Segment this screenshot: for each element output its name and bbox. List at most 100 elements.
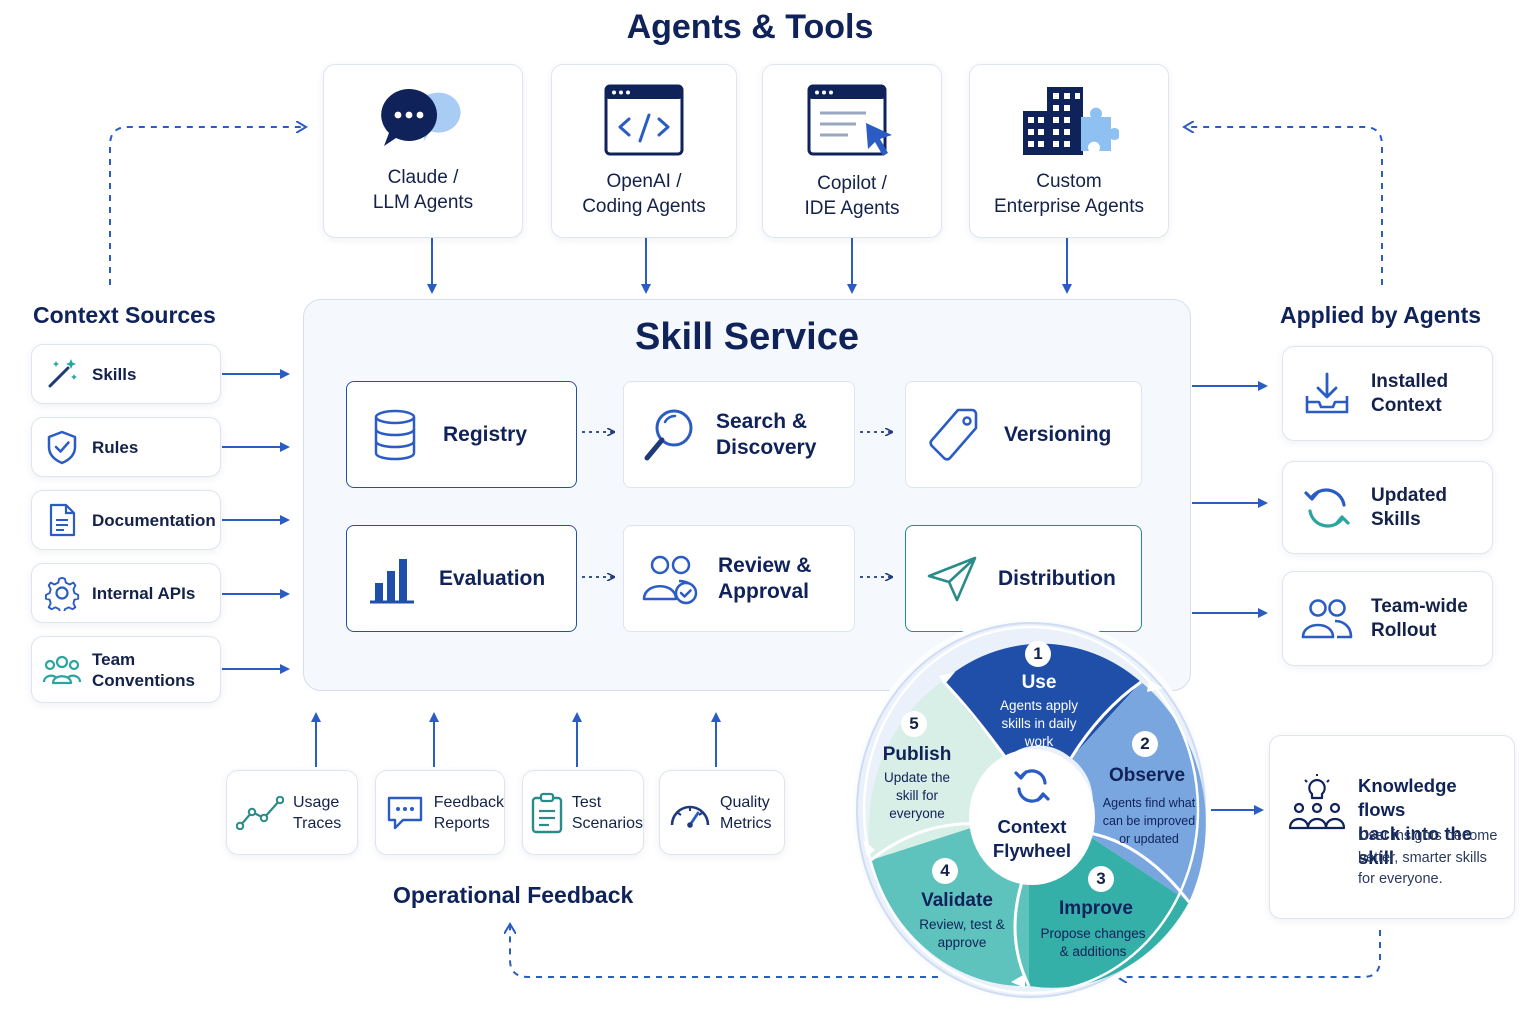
source-label: Documentation <box>92 510 216 530</box>
agent-card-claude[interactable]: Claude /LLM Agents <box>323 64 523 238</box>
step-desc-line2: skill for <box>895 788 938 803</box>
module-search-discovery[interactable]: Search &Discovery <box>623 381 855 488</box>
module-evaluation[interactable]: Evaluation <box>346 525 577 632</box>
knowledge-desc-line2: better, smarter skills <box>1358 849 1487 866</box>
line-graph-icon <box>236 795 284 830</box>
building-puzzle-icon <box>1023 87 1119 155</box>
step-desc-line3: work <box>1024 734 1054 749</box>
agent-label-line1: OpenAI / <box>606 171 682 192</box>
module-registry[interactable]: Registry <box>346 381 577 488</box>
source-documentation[interactable]: Documentation <box>31 490 221 550</box>
paper-plane-icon <box>927 556 977 601</box>
step-number: 2 <box>1132 731 1158 757</box>
module-label-line2: Approval <box>718 579 810 603</box>
feedback-label-line1: Quality <box>720 793 770 811</box>
source-label-line1: Team <box>92 649 136 669</box>
flywheel-center-line2: Flywheel <box>992 840 1072 861</box>
agent-card-openai[interactable]: OpenAI / Coding Agents <box>551 64 737 238</box>
agent-label-line1: Claude / <box>387 167 459 188</box>
applied-label-line2: Rollout <box>1371 619 1437 641</box>
agent-card-copilot[interactable]: Copilot /IDE Agents <box>762 64 942 238</box>
magic-wand-icon <box>48 359 77 388</box>
feedback-label-line1: Usage <box>293 793 340 811</box>
clipboard-icon <box>532 792 563 833</box>
knowledge-title-line1: Knowledge flows <box>1358 775 1457 820</box>
module-review-approval[interactable]: Review &Approval <box>623 525 855 632</box>
module-label: Registry <box>443 422 528 446</box>
module-versioning[interactable]: Versioning <box>905 381 1142 488</box>
refresh-icon <box>1304 487 1350 528</box>
context-sources-title: Context Sources <box>33 302 216 328</box>
step-desc-line1: Agents find what <box>1102 796 1196 810</box>
flow-arrow <box>582 420 624 444</box>
feedback-label-line2: Reports <box>433 814 490 832</box>
agent-label-line1: Copilot / <box>817 173 887 194</box>
chat-bubbles-icon <box>381 88 461 146</box>
dashed-loop-bottom-left <box>510 925 950 978</box>
step-number: 1 <box>1025 641 1051 667</box>
source-rules[interactable]: Rules <box>31 417 221 477</box>
source-label: Internal APIs <box>92 583 196 603</box>
download-tray-icon <box>1305 372 1349 413</box>
step-number: 4 <box>932 858 958 884</box>
step-desc-line2: skills in daily <box>1001 716 1077 731</box>
feedback-label-line2: Metrics <box>720 814 772 832</box>
applied-label-line2: Skills <box>1371 508 1421 530</box>
source-internal-apis[interactable]: Internal APIs <box>31 563 221 623</box>
gauge-icon <box>670 805 710 828</box>
applied-title: Applied by Agents <box>1280 302 1482 328</box>
feedback-label-line2: Traces <box>293 814 342 832</box>
module-distribution[interactable]: Distribution <box>905 525 1142 632</box>
tag-icon <box>929 408 978 461</box>
agent-label-line1: Custom <box>1036 171 1102 192</box>
step-desc-line1: Propose changes <box>1040 926 1146 941</box>
dashed-loop-right <box>1185 127 1383 285</box>
step-title-improve: Improve <box>1059 898 1133 919</box>
code-window-icon <box>604 84 684 156</box>
module-label-line2: Discovery <box>716 435 817 459</box>
shield-check-icon <box>47 430 77 465</box>
refresh-icon <box>1014 769 1050 803</box>
database-icon <box>374 409 416 460</box>
step-desc-line1: Review, test & <box>919 917 1005 932</box>
dashed-loop-left <box>109 127 305 285</box>
step-number: 5 <box>901 711 927 737</box>
source-label: Skills <box>92 364 137 384</box>
applied-label-line1: Team-wide <box>1371 595 1468 617</box>
people-icon <box>1301 598 1353 638</box>
feedback-label-line1: Test <box>571 793 602 811</box>
module-label-line1: Review & <box>718 553 812 577</box>
module-label: Evaluation <box>439 566 546 590</box>
module-label-line1: Search & <box>716 409 808 433</box>
step-desc-line2: approve <box>937 935 987 950</box>
module-label: Distribution <box>998 566 1116 590</box>
step-desc-line1: Agents apply <box>999 698 1079 713</box>
bar-chart-icon <box>370 558 414 603</box>
step-title-use: Use <box>1021 672 1057 693</box>
segment-observe <box>1071 682 1206 902</box>
cursor-window-icon <box>807 84 892 156</box>
feedback-label-line1: Feedback <box>433 793 504 811</box>
knowledge-desc-line3: for everyone. <box>1358 871 1443 887</box>
applied-label-line1: Updated <box>1371 484 1447 506</box>
step-title-observe: Observe <box>1108 765 1186 786</box>
knowledge-desc-line1: User insights become <box>1358 828 1498 844</box>
step-desc-line2: & additions <box>1059 944 1127 959</box>
flow-arrow <box>582 565 624 589</box>
users-check-icon <box>642 555 698 604</box>
agent-label-line2: Coding Agents <box>582 196 706 217</box>
operational-feedback-title: Operational Feedback <box>393 882 634 908</box>
lightbulb-team-icon <box>1288 774 1346 830</box>
source-skills[interactable]: Skills <box>31 344 221 404</box>
